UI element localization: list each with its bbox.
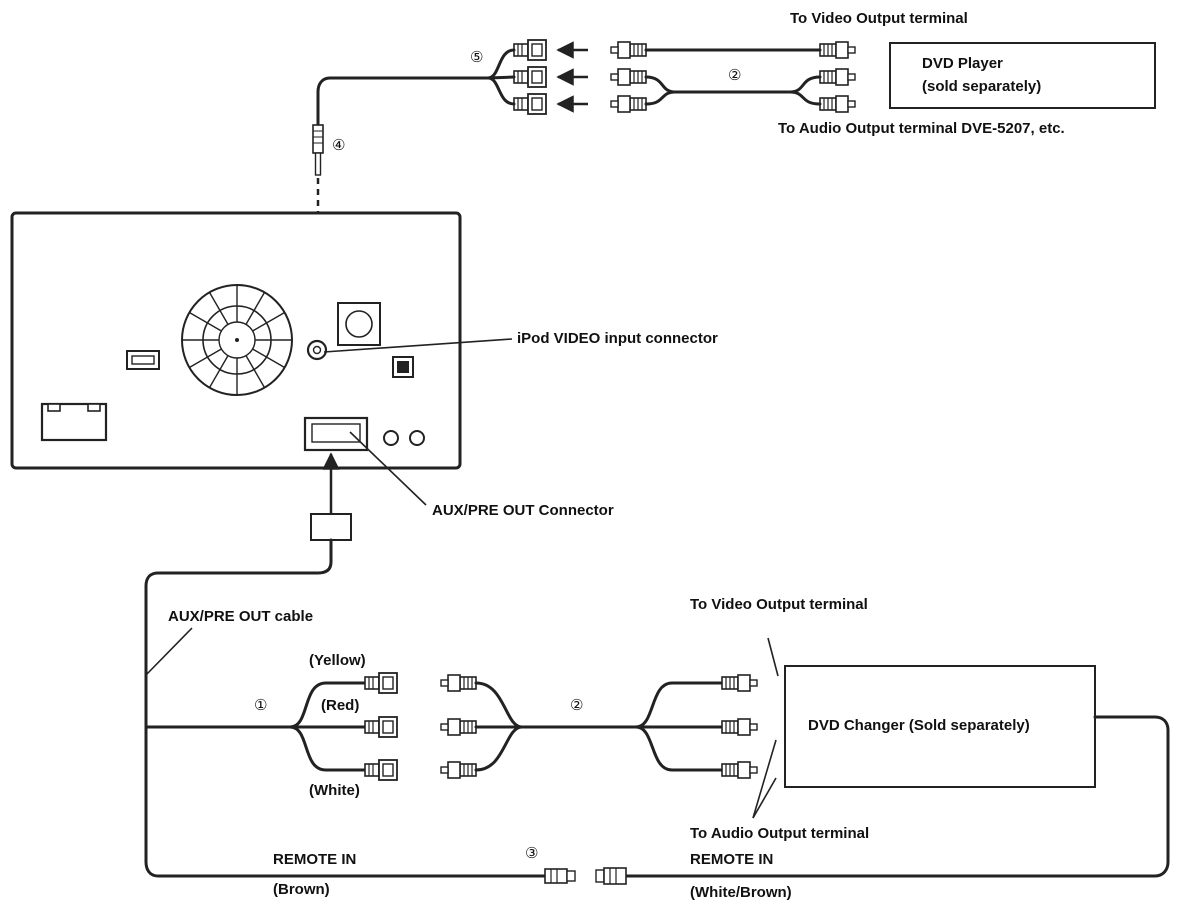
aux-cable-leader: [145, 627, 193, 676]
aux-pre-out-cable-trunk: [144, 538, 547, 878]
bottom-plug-left-3: [440, 761, 477, 779]
dvd-player-box: [889, 42, 1156, 109]
head-unit: [10, 211, 462, 470]
top-audio-output-label: To Audio Output terminal DVE-5207, etc.: [778, 120, 1065, 137]
aux-cable-label: AUX/PRE OUT cable: [168, 608, 313, 625]
top-video-output-label: To Video Output terminal: [790, 10, 968, 27]
top-plug-right-2: [819, 68, 856, 86]
top-plug-left-2: [610, 68, 647, 86]
bottom-audio-leader-1: [752, 739, 777, 819]
bottom-plug-right-1: [721, 674, 758, 692]
callout-2-bottom: ②: [570, 696, 583, 714]
remote-wire-right: [623, 715, 1170, 878]
bottom-audio-leader-2: [752, 777, 777, 819]
dvd-changer-box: [784, 665, 1096, 788]
bottom-jack-red: [364, 716, 398, 738]
callout-3: ③: [525, 844, 538, 862]
cable5-branch-3: [486, 76, 516, 106]
top-plug-left-1: [610, 41, 647, 59]
bottom-cable2-right-3: [634, 725, 724, 772]
cable5-trunk: [316, 76, 490, 127]
cable5-branch-1: [486, 48, 516, 80]
top-plug-left-3: [610, 95, 647, 113]
bottom-jack-white: [364, 759, 398, 781]
bottom-cable2-right-1: [634, 681, 724, 729]
dvd-player-title: DVD Player: [922, 55, 1003, 72]
yellow-label: (Yellow): [309, 652, 366, 669]
top-jack-video: [513, 39, 547, 61]
white-label: (White): [309, 782, 360, 799]
top-cable-audio-l: [644, 90, 822, 106]
bottom-plug-right-3: [721, 761, 758, 779]
round-jack-2: [409, 430, 425, 446]
bottom-cable2-left-3: [474, 725, 524, 772]
top-section: DVD Player (sold separately) To Video Ou…: [309, 10, 1156, 338]
ipod-connector-label: iPod VIDEO input connector: [517, 330, 718, 347]
bottom-plug-right-2: [721, 718, 758, 736]
bottom-plug-left-1: [440, 674, 477, 692]
dvd-player-subtitle: (sold separately): [922, 78, 1041, 95]
mini-plug-body: [312, 124, 324, 154]
callout-5: ⑤: [470, 48, 483, 66]
bottom-jack-yellow: [364, 672, 398, 694]
remote-connector-left: [544, 868, 576, 884]
callout-1: ①: [254, 696, 267, 714]
fan-grille: [181, 284, 293, 396]
brown-label: (Brown): [273, 881, 330, 898]
callout-2-top: ②: [728, 66, 741, 84]
remote-in-left-label: REMOTE IN: [273, 851, 356, 868]
cable1-yellow: [288, 681, 367, 729]
cable1-white: [288, 725, 367, 772]
square-port: [337, 302, 381, 346]
aux-connector-label: AUX/PRE OUT Connector: [432, 502, 614, 519]
bottom-plug-left-2: [440, 718, 477, 736]
top-plug-right-1: [819, 41, 856, 59]
mini-plug-tip: [314, 152, 322, 176]
bottom-cable2-left-1: [474, 681, 524, 729]
bottom-audio-output-label: To Audio Output terminal: [690, 825, 869, 842]
bottom-video-leader: [767, 637, 779, 677]
top-cable-audio-r: [644, 75, 822, 94]
bottom-section: AUX/PRE OUT cable (Yellow) (Red) (White)…: [144, 538, 1170, 901]
dvd-changer-label: DVD Changer (Sold separately): [808, 717, 1030, 734]
remote-connector-right: [595, 867, 627, 885]
remote-in-right-label: REMOTE IN: [690, 851, 773, 868]
round-jack-1: [383, 430, 399, 446]
top-jack-audio-l: [513, 93, 547, 115]
top-plug-right-3: [819, 95, 856, 113]
callout-4: ④: [332, 136, 345, 154]
bottom-video-output-label: To Video Output terminal: [690, 596, 868, 613]
ipod-leader-line: [323, 338, 513, 353]
aux-leader-line: [349, 431, 427, 506]
white-brown-label: (White/Brown): [690, 884, 792, 901]
top-jack-audio-r: [513, 66, 547, 88]
red-label: (Red): [321, 697, 359, 714]
aux-cable-plug: [310, 513, 352, 541]
